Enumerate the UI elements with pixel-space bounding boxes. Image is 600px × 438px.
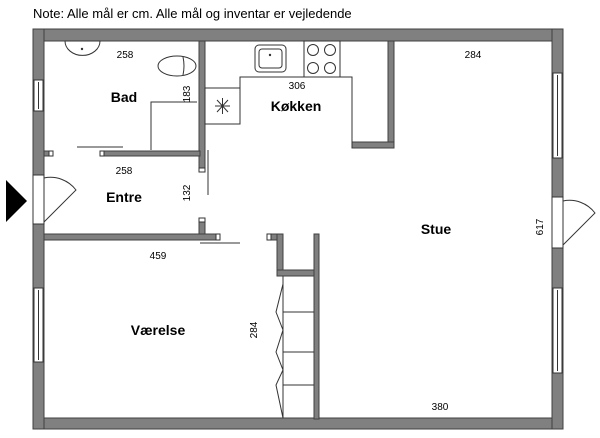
dimension-kokken-width: 306 [289, 81, 306, 92]
door-swings [77, 101, 240, 244]
wall-vaerelse-stue [313, 233, 320, 420]
closet [275, 276, 314, 419]
bottom-wall [32, 417, 564, 430]
room-label-kokken: Køkken [271, 98, 322, 114]
sink-icon [254, 44, 287, 73]
wall-bad-entre [99, 150, 201, 157]
dimension-stue-bottom-width: 380 [432, 402, 449, 413]
entrance-door [32, 174, 77, 225]
top-wall [32, 28, 564, 42]
note-text: Note: Alle mål er cm. Alle mål og invent… [33, 6, 352, 21]
dimension-bad-width: 258 [117, 50, 134, 61]
balcony-door [551, 196, 596, 249]
wall-entre-vaerelse [43, 233, 221, 241]
dimension-stue-top-width: 284 [465, 50, 482, 61]
toilet-icon [157, 55, 197, 77]
dimension-entre-height: 132 [182, 184, 193, 201]
room-label-entre: Entre [106, 189, 142, 205]
dimension-entre-width: 258 [116, 166, 133, 177]
room-label-bad: Bad [111, 89, 137, 105]
light-fixture-icon [215, 98, 230, 114]
dimension-vaerelse-width: 459 [150, 251, 167, 262]
windows [33, 72, 563, 374]
room-label-vaerelse: Værelse [131, 322, 186, 338]
entrance-arrow-icon [6, 180, 27, 222]
dimension-vaerelse-height: 284 [249, 321, 260, 338]
stove-icon [303, 40, 341, 78]
dimension-bad-height: 183 [182, 85, 193, 102]
wall-kokken-stue [387, 40, 395, 149]
room-label-stue: Stue [421, 221, 452, 237]
dimension-stue-height: 617 [535, 218, 546, 235]
